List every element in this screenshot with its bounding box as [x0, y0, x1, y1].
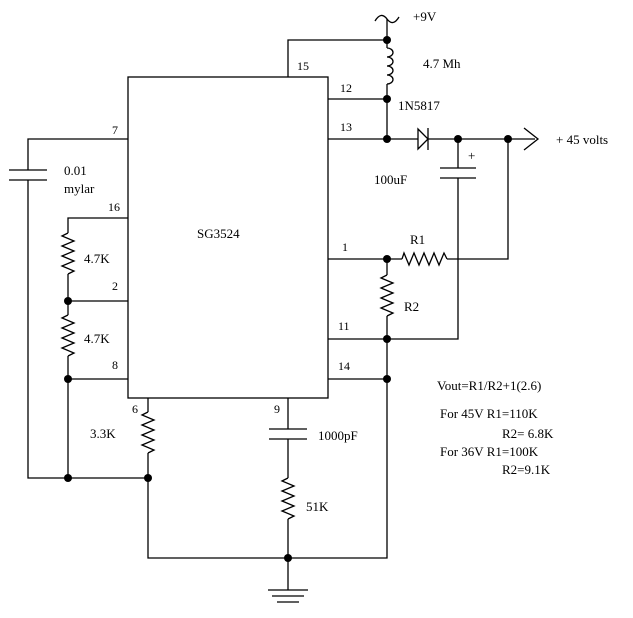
pin-label-13: 13 [340, 120, 352, 134]
compensation-capacitor-label: 1000pF [318, 428, 358, 443]
notes-36v-r2: R2=9.1K [502, 462, 551, 477]
timing-capacitor [9, 169, 68, 479]
resistor-3k3 [140, 398, 156, 478]
pin-label-9: 9 [274, 402, 280, 416]
supply-label: +9V [413, 9, 437, 24]
resistor-4k7-top [60, 232, 76, 301]
pin-label-11: 11 [338, 319, 350, 333]
timing-capacitor-type: mylar [64, 181, 95, 196]
pin-label-8: 8 [112, 358, 118, 372]
r2-label: R2 [404, 299, 419, 314]
pin15-wire [287, 39, 387, 77]
pin16-wire [67, 217, 128, 233]
compensation-capacitor [269, 398, 307, 478]
resistor-r2 [379, 259, 395, 339]
ic-sg3524-body [127, 76, 329, 399]
ground-return-right [288, 379, 388, 559]
notes-36v-r1: For 36V R1=100K [440, 444, 539, 459]
inductor [386, 40, 394, 99]
output-capacitor-polarity: + [468, 148, 475, 163]
pin-label-15: 15 [297, 59, 309, 73]
notes-45v-r2: R2= 6.8K [502, 426, 554, 441]
output-arrow-icon [523, 127, 540, 151]
output-capacitor [387, 139, 476, 340]
ic-label: SG3524 [197, 226, 240, 241]
ground-return-left [147, 478, 288, 559]
resistor-4k7-mid-label: 4.7K [84, 331, 110, 346]
r1-label: R1 [410, 232, 425, 247]
pin-label-6: 6 [132, 402, 138, 416]
pin-label-2: 2 [112, 279, 118, 293]
timing-capacitor-value: 0.01 [64, 163, 87, 178]
resistor-51k [280, 477, 296, 558]
junction-pin13 [383, 135, 391, 143]
resistor-3k3-label: 3.3K [90, 426, 116, 441]
diode-1n5817 [417, 127, 429, 151]
output-capacitor-label: 100uF [374, 172, 407, 187]
notes-45v-r1: For 45V R1=110K [440, 406, 538, 421]
resistor-4k7-mid [60, 301, 76, 379]
output-label: + 45 volts [556, 132, 608, 147]
diode-label: 1N5817 [398, 98, 440, 113]
pin-label-12: 12 [340, 81, 352, 95]
notes-formula: Vout=R1/R2+1(2.6) [437, 378, 541, 393]
pin7-wire [27, 138, 128, 170]
inductor-label: 4.7 Mh [423, 56, 461, 71]
pin-label-7: 7 [112, 123, 118, 137]
design-notes: Vout=R1/R2+1(2.6) For 45V R1=110K R2= 6.… [437, 378, 554, 477]
resistor-r1 [401, 139, 509, 267]
resistor-4k7-top-label: 4.7K [84, 251, 110, 266]
ground-icon [268, 558, 308, 603]
resistor-51k-label: 51K [306, 499, 329, 514]
pin-label-14: 14 [338, 359, 350, 373]
pin-label-1: 1 [342, 240, 348, 254]
pin-label-16: 16 [108, 200, 120, 214]
